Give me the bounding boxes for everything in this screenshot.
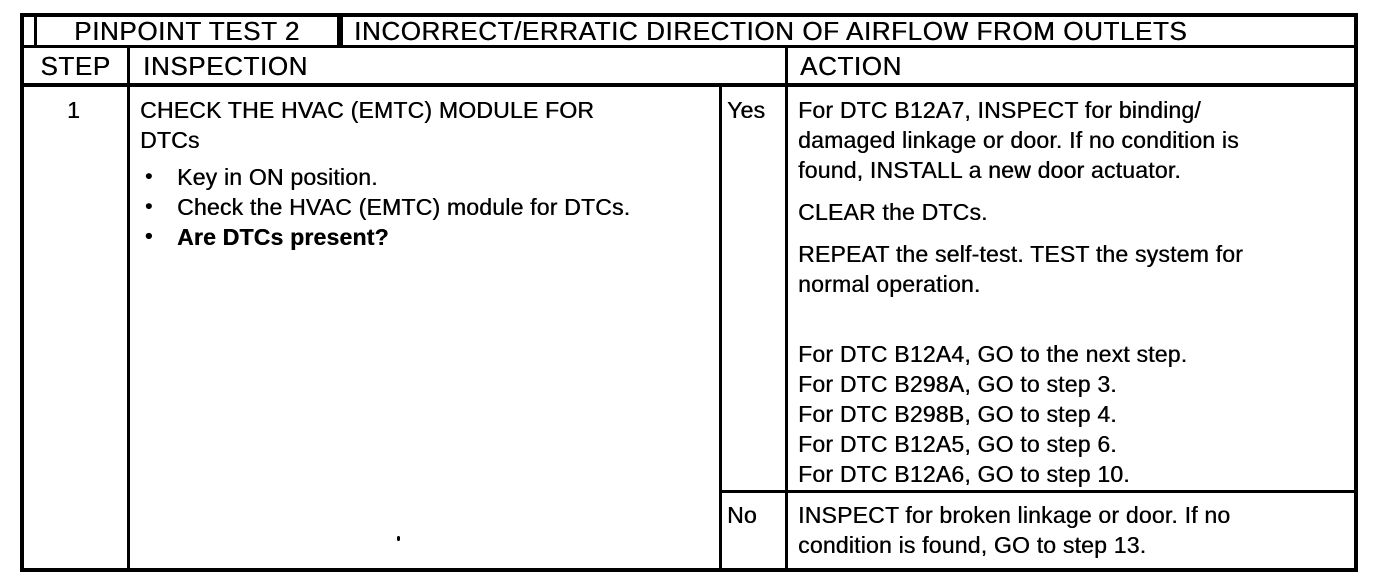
action-text-line: For DTC B12A7, INSPECT for binding/ xyxy=(798,97,1201,123)
header-row-divider xyxy=(20,83,1358,87)
inspection-bullet-text: Are DTCs present? xyxy=(177,224,389,250)
action-text-line: INSPECT for broken linkage or door. If n… xyxy=(798,502,1231,528)
action-paragraph: For DTC B12A4, GO to the next step. For D… xyxy=(798,339,1354,489)
answer-yes-label: Yes xyxy=(727,97,766,123)
pinpoint-test-description: INCORRECT/ERRATIC DIRECTION OF AIRFLOW F… xyxy=(354,16,1188,46)
action-text-line: normal operation. xyxy=(798,271,981,297)
column-header-step: STEP xyxy=(40,51,111,81)
action-text-line: damaged linkage or door. If no condition… xyxy=(798,127,1239,153)
answer-no-label: No xyxy=(727,502,757,528)
scan-artifact-dot xyxy=(397,536,400,541)
action-text-line: CLEAR the DTCs. xyxy=(798,199,988,225)
step-column-divider xyxy=(127,45,130,572)
action-yes-cell: For DTC B12A7, INSPECT for binding/damag… xyxy=(798,95,1354,489)
title-left-inset-divider xyxy=(34,13,37,48)
title-row-divider xyxy=(20,45,1358,48)
inspection-cell: CHECK THE HVAC (EMTC) MODULE FOR DTCs • K… xyxy=(140,95,712,252)
action-text-line: REPEAT the self-test. TEST the system fo… xyxy=(798,241,1243,267)
column-header-action: ACTION xyxy=(800,51,902,81)
action-text-line: For DTC B12A5, GO to step 6. xyxy=(798,431,1117,457)
bullet-icon: • xyxy=(145,165,153,188)
action-paragraph: For DTC B12A7, INSPECT for binding/damag… xyxy=(798,95,1354,185)
action-paragraph: REPEAT the self-test. TEST the system fo… xyxy=(798,239,1354,299)
action-paragraph: INSPECT for broken linkage or door. If n… xyxy=(798,500,1354,560)
inspection-bullet-list: • Key in ON position. • Check the HVAC (EMT… xyxy=(140,162,712,252)
inspection-bullet: • Are DTCs present? xyxy=(140,222,712,252)
pinpoint-test-table xyxy=(20,13,1358,572)
yes-no-row-divider xyxy=(719,490,1358,493)
action-text-line: For DTC B298A, GO to step 3. xyxy=(798,371,1117,397)
inspection-bullet: • Check the HVAC (EMTC) module for DTCs. xyxy=(140,192,712,222)
bullet-icon: • xyxy=(145,195,153,218)
action-text-line: For DTC B12A4, GO to the next step. xyxy=(798,341,1188,367)
step-number-cell: 1 xyxy=(67,97,80,123)
inspection-bullet: • Key in ON position. xyxy=(140,162,712,192)
inspection-bullet-text: Check the HVAC (EMTC) module for DTCs. xyxy=(177,194,631,220)
action-paragraph: CLEAR the DTCs. xyxy=(798,197,1354,227)
column-header-inspection: INSPECTION xyxy=(143,51,308,81)
inspection-bullet-text: Key in ON position. xyxy=(177,164,378,190)
action-text-line: For DTC B298B, GO to step 4. xyxy=(798,401,1117,427)
action-text-line: found, INSTALL a new door actuator. xyxy=(798,157,1181,183)
action-no-cell: INSPECT for broken linkage or door. If n… xyxy=(798,500,1354,560)
action-column-divider xyxy=(785,45,788,572)
title-cell-divider xyxy=(337,13,343,48)
inspection-title-line: DTCs xyxy=(140,127,200,153)
inspection-title-line: CHECK THE HVAC (EMTC) MODULE FOR xyxy=(140,97,595,123)
action-text-line: For DTC B12A6, GO to step 10. xyxy=(798,461,1130,487)
bullet-icon: • xyxy=(145,225,153,248)
pinpoint-test-label: PINPOINT TEST 2 xyxy=(74,16,300,46)
action-text-line: condition is found, GO to step 13. xyxy=(798,532,1147,558)
answer-column-divider xyxy=(719,84,722,572)
